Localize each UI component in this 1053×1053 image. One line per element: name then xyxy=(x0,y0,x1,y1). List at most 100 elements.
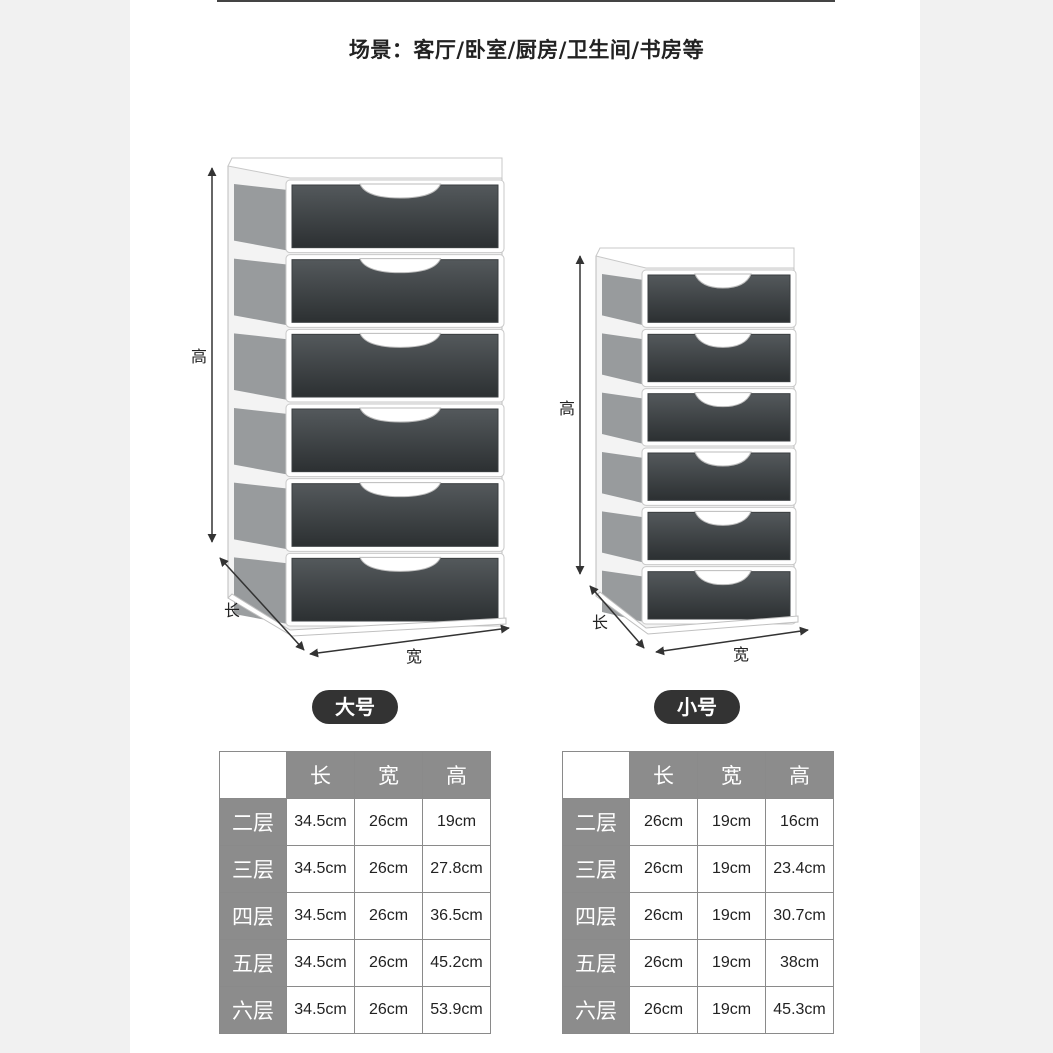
drawer-side-panel xyxy=(602,511,644,563)
table-row: 五层 34.5cm 26cm 45.2cm xyxy=(219,939,491,987)
width-cell: 19cm xyxy=(697,798,766,846)
drawer-handle xyxy=(694,570,752,586)
length-cell: 26cm xyxy=(629,939,698,987)
small-length-dimension xyxy=(589,585,645,649)
large-drawer-unit xyxy=(227,157,507,637)
height-cell: 19cm xyxy=(422,798,491,846)
height-cell: 16cm xyxy=(765,798,834,846)
table-row: 四层 34.5cm 26cm 36.5cm xyxy=(219,892,491,940)
drawer-side-panel xyxy=(602,392,644,444)
column-header-height: 高 xyxy=(765,751,834,799)
width-cell: 26cm xyxy=(354,939,423,987)
table-row: 六层 34.5cm 26cm 53.9cm xyxy=(219,986,491,1034)
height-cell: 36.5cm xyxy=(422,892,491,940)
product-illustration: 高 长 宽 高 长 宽 xyxy=(191,157,809,666)
column-header-height: 高 xyxy=(422,751,491,799)
drawer-side-panel xyxy=(602,274,644,326)
width-cell: 19cm xyxy=(697,892,766,940)
drawer-handle xyxy=(694,273,752,289)
small-length-label: 长 xyxy=(592,613,608,632)
small-height-label: 高 xyxy=(559,399,575,418)
row-header-layer: 三层 xyxy=(562,845,630,893)
drawer-side-panel xyxy=(234,258,288,326)
drawer-handle xyxy=(694,332,752,348)
column-header-width: 宽 xyxy=(354,751,423,799)
row-header-layer: 四层 xyxy=(219,892,287,940)
drawer-handle xyxy=(359,556,442,572)
table-row: 三层 34.5cm 26cm 27.8cm xyxy=(219,845,491,893)
table-row: 五层 26cm 19cm 38cm xyxy=(562,939,834,987)
height-cell: 23.4cm xyxy=(765,845,834,893)
length-cell: 34.5cm xyxy=(286,939,355,987)
drawer-handle xyxy=(359,183,442,199)
table-row: 六层 26cm 19cm 45.3cm xyxy=(562,986,834,1034)
drawer-handle xyxy=(694,510,752,526)
large-spec-table: 长 宽 高 二层 34.5cm 26cm 19cm 三层 34.5cm 26cm… xyxy=(219,751,491,1034)
unit-top-lid xyxy=(227,157,503,179)
table-row: 二层 34.5cm 26cm 19cm xyxy=(219,798,491,846)
length-cell: 34.5cm xyxy=(286,845,355,893)
scene-caption: 场景：客厅/卧室/厨房/卫生间/书房等 xyxy=(348,38,705,62)
height-cell: 27.8cm xyxy=(422,845,491,893)
column-header-length: 长 xyxy=(629,751,698,799)
drawer-handle xyxy=(694,392,752,408)
row-header-layer: 五层 xyxy=(562,939,630,987)
height-cell: 30.7cm xyxy=(765,892,834,940)
small-width-dimension xyxy=(655,626,809,656)
row-header-layer: 五层 xyxy=(219,939,287,987)
height-cell: 45.3cm xyxy=(765,986,834,1034)
drawer-handle xyxy=(359,407,442,423)
large-width-dimension xyxy=(309,624,510,658)
table-corner-cell xyxy=(219,751,287,799)
column-header-length: 长 xyxy=(286,751,355,799)
large-size-badge: 大号 xyxy=(312,690,398,724)
drawer-side-panel xyxy=(602,333,644,385)
row-header-layer: 三层 xyxy=(219,845,287,893)
drawer-handle xyxy=(694,451,752,467)
large-length-dimension xyxy=(219,557,305,651)
unit-top-lid xyxy=(595,247,795,269)
drawer-handle xyxy=(359,258,442,274)
width-cell: 26cm xyxy=(354,798,423,846)
width-cell: 26cm xyxy=(354,845,423,893)
height-cell: 38cm xyxy=(765,939,834,987)
drawer-side-panel xyxy=(602,452,644,504)
length-cell: 34.5cm xyxy=(286,892,355,940)
length-cell: 26cm xyxy=(629,986,698,1034)
small-drawer-unit xyxy=(595,247,799,635)
drawer-handle xyxy=(359,332,442,348)
width-cell: 19cm xyxy=(697,986,766,1034)
table-row: 四层 26cm 19cm 30.7cm xyxy=(562,892,834,940)
drawer-side-panel xyxy=(234,333,288,400)
drawer-handle xyxy=(359,482,442,498)
row-header-layer: 六层 xyxy=(562,986,630,1034)
top-divider xyxy=(217,0,835,2)
length-cell: 26cm xyxy=(629,798,698,846)
small-spec-table: 长 宽 高 二层 26cm 19cm 16cm 三层 26cm 19cm 23.… xyxy=(562,751,834,1034)
column-header-width: 宽 xyxy=(697,751,766,799)
table-row: 二层 26cm 19cm 16cm xyxy=(562,798,834,846)
large-width-label: 宽 xyxy=(406,647,422,666)
table-header-row: 长 宽 高 xyxy=(562,751,834,799)
drawer-front xyxy=(291,333,499,398)
length-cell: 26cm xyxy=(629,845,698,893)
length-cell: 34.5cm xyxy=(286,986,355,1034)
large-height-label: 高 xyxy=(191,347,207,366)
drawer-side-panel xyxy=(234,184,288,251)
row-header-layer: 二层 xyxy=(562,798,630,846)
table-header-row: 长 宽 高 xyxy=(219,751,491,799)
width-cell: 19cm xyxy=(697,939,766,987)
small-width-label: 宽 xyxy=(733,645,749,664)
small-size-badge: 小号 xyxy=(654,690,740,724)
table-row: 三层 26cm 19cm 23.4cm xyxy=(562,845,834,893)
drawer-front xyxy=(291,259,499,323)
table-corner-cell xyxy=(562,751,630,799)
drawer-side-panel xyxy=(234,482,288,550)
row-header-layer: 二层 xyxy=(219,798,287,846)
width-cell: 26cm xyxy=(354,892,423,940)
height-cell: 45.2cm xyxy=(422,939,491,987)
length-cell: 26cm xyxy=(629,892,698,940)
width-cell: 26cm xyxy=(354,986,423,1034)
width-cell: 19cm xyxy=(697,845,766,893)
row-header-layer: 六层 xyxy=(219,986,287,1034)
